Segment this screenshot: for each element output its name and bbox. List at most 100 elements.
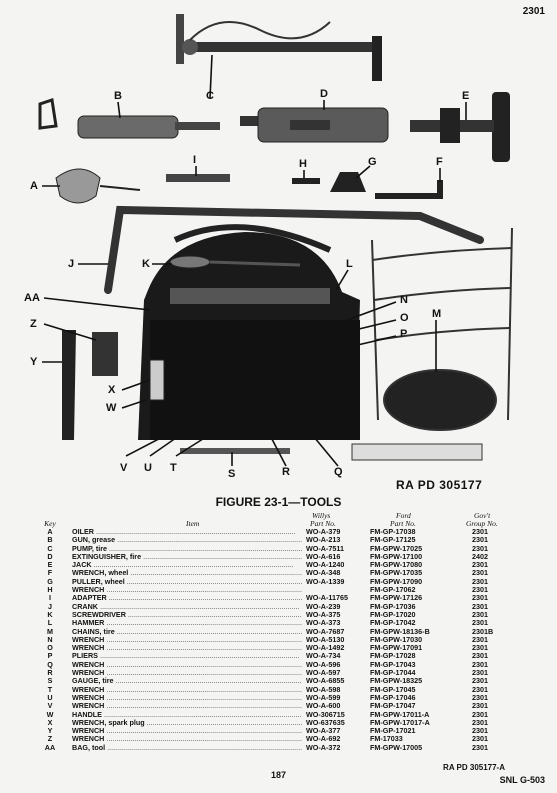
row-ford-part: FM-GP-17046	[370, 692, 416, 702]
row-key: E	[47, 560, 53, 570]
header-willys-1: Willys	[312, 511, 331, 520]
row-key: F	[47, 568, 53, 578]
footer-ra-number: RA PD 305177-A	[443, 763, 505, 772]
row-govt-group: 2301	[472, 692, 488, 702]
callout-g: G	[368, 156, 377, 168]
row-willys-part: WO-A-213	[306, 535, 376, 545]
crank-drawing	[104, 205, 484, 294]
row-govt-group: 2301	[472, 618, 488, 628]
row-item: ADAPTER	[72, 594, 302, 602]
row-willys-part: WO-A-599	[306, 693, 376, 703]
row-govt-group: 2301B	[472, 626, 494, 636]
row-key: V	[47, 701, 53, 711]
row-willys-part: WO-A-348	[306, 569, 376, 578]
callout-j: J	[68, 258, 75, 270]
callout-m: M	[432, 308, 442, 320]
row-item: WRENCH, wheel	[72, 569, 302, 577]
row-key: N	[47, 634, 53, 644]
row-item: GAUGE, tire	[72, 677, 302, 685]
row-govt-group: 2301	[472, 609, 488, 619]
footer-snl: SNL G-503	[499, 775, 545, 785]
header-govt-1: Gov't	[474, 511, 491, 520]
row-willys-part: WO-A-6855	[306, 677, 376, 686]
row-ford-part: FM-GP-17028	[370, 651, 416, 661]
row-item: WRENCH	[72, 735, 302, 743]
row-govt-group: 2402	[472, 551, 488, 561]
tool-bag-drawing	[138, 224, 360, 440]
ra-number: RA PD 305177	[396, 478, 483, 492]
row-item: PLIERS	[72, 652, 302, 660]
row-key: U	[47, 692, 53, 702]
row-govt-group: 2301	[472, 676, 488, 686]
wheel-wrench-drawing	[375, 180, 443, 199]
row-key: H	[47, 585, 53, 595]
row-ford-part: FM-GPW-17100	[370, 551, 423, 561]
row-govt-group: 2301	[472, 601, 488, 611]
callout-p: P	[400, 328, 408, 340]
row-key: A	[47, 527, 53, 536]
callout-r: R	[282, 466, 290, 478]
header-key: Key	[44, 519, 56, 528]
row-key: P	[47, 651, 53, 661]
row-govt-group: 2301	[472, 576, 488, 586]
row-item: GUN, grease	[72, 536, 302, 544]
row-ford-part: FM-GP-17036	[370, 601, 416, 611]
row-item: WRENCH	[72, 702, 302, 710]
row-key: X	[47, 717, 53, 727]
row-willys-part: WO-A-377	[306, 726, 376, 736]
row-ford-part: FM-GPW-17011-A	[370, 709, 430, 719]
spark-plug-wrench-drawing	[149, 359, 165, 401]
box-wrench-drawing	[92, 332, 118, 376]
row-govt-group: 2301	[472, 742, 488, 752]
row-willys-part: WO-A-7687	[306, 627, 376, 636]
row-ford-part: FM-GP-17038	[370, 527, 416, 536]
row-govt-group: 2301	[472, 568, 488, 578]
row-key: G	[47, 576, 53, 586]
row-govt-group: 2301	[472, 585, 488, 595]
callout-n: N	[400, 294, 408, 306]
row-willys-part: WO-306715	[306, 710, 376, 719]
row-willys-part: WO-A-373	[306, 618, 376, 628]
pipe-wrench-drawing	[62, 330, 76, 440]
row-willys-part: WO-A-5130	[306, 635, 376, 645]
row-willys-part: WO-637635	[306, 718, 376, 728]
row-item: EXTINGUISHER, fire	[72, 553, 302, 561]
row-item: PULLER, wheel	[72, 578, 302, 586]
header-govt-2: Group No.	[466, 519, 498, 528]
row-item: BAG, tool	[72, 744, 302, 752]
row-item: CHAINS, tire	[72, 628, 302, 636]
callout-o: O	[400, 312, 409, 324]
callout-y: Y	[30, 356, 38, 368]
row-item: HAMMER	[72, 619, 302, 627]
row-willys-part: WO-A-692	[306, 735, 376, 744]
row-govt-group: 2301	[472, 717, 488, 727]
row-govt-group: 2301	[472, 659, 488, 669]
row-item: WRENCH	[72, 661, 302, 669]
row-key: T	[47, 684, 53, 694]
header-ford-1: Ford	[396, 511, 411, 520]
row-key: J	[48, 601, 52, 611]
row-govt-group: 2301	[472, 527, 488, 536]
tire-chains-drawing	[371, 227, 513, 431]
header-ford-2: Part No.	[390, 519, 416, 528]
row-govt-group: 2301	[472, 560, 488, 570]
row-item: WRENCH, spark plug	[72, 719, 302, 727]
callout-e: E	[462, 90, 470, 102]
row-willys-part: WO-A-239	[306, 602, 376, 611]
row-govt-group: 2301	[472, 593, 488, 603]
row-ford-part: FM-GP-17047	[370, 701, 416, 711]
tools-illustration	[38, 14, 513, 467]
row-willys-part: WO-A-596	[306, 660, 376, 670]
row-key: R	[47, 668, 53, 678]
